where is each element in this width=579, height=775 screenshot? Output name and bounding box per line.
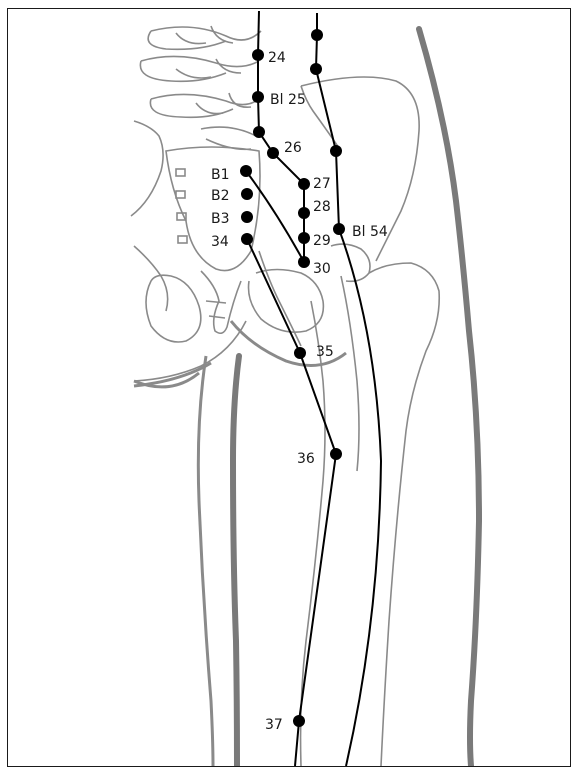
point-marker-bl54 bbox=[333, 223, 345, 235]
label-b1: B1 bbox=[211, 167, 230, 183]
label-b3: B3 bbox=[211, 211, 230, 227]
point-marker-outer-150 bbox=[330, 145, 342, 157]
meridian-lines bbox=[246, 11, 381, 766]
label-29: 29 bbox=[313, 233, 331, 249]
outer-bladder-line bbox=[316, 13, 381, 766]
point-marker-37 bbox=[293, 715, 305, 727]
label-36: 36 bbox=[297, 451, 315, 467]
medial-thigh-contour bbox=[198, 356, 213, 766]
point-marker-28 bbox=[298, 207, 310, 219]
label-bl54: Bl 54 bbox=[352, 224, 388, 240]
label-26: 26 bbox=[284, 140, 302, 156]
point-marker-35 bbox=[294, 347, 306, 359]
figure-frame: 24 Bl 25 26 27 28 29 30 B1 B2 B3 34 Bl 5… bbox=[7, 8, 571, 767]
point-marker-24 bbox=[252, 49, 264, 61]
point-marker-29 bbox=[298, 232, 310, 244]
label-bl25: Bl 25 bbox=[270, 92, 306, 108]
point-marker-131 bbox=[253, 126, 265, 138]
point-marker-b1 bbox=[240, 165, 252, 177]
left-ilium bbox=[131, 121, 246, 386]
label-37: 37 bbox=[265, 717, 283, 733]
anatomy-sketch bbox=[131, 26, 479, 766]
acupuncture-diagram: 24 Bl 25 26 27 28 29 30 B1 B2 B3 34 Bl 5… bbox=[8, 9, 570, 766]
label-28: 28 bbox=[313, 199, 331, 215]
label-30: 30 bbox=[313, 261, 331, 277]
point-marker-27 bbox=[298, 178, 310, 190]
point-marker-26 bbox=[267, 147, 279, 159]
label-b2: B2 bbox=[211, 188, 230, 204]
lumbar-vertebrae bbox=[140, 26, 261, 149]
label-24: 24 bbox=[268, 50, 286, 66]
thigh-outer-contour bbox=[419, 29, 479, 766]
label-27: 27 bbox=[313, 176, 331, 192]
label-35: 35 bbox=[316, 344, 334, 360]
point-marker-30 bbox=[298, 256, 310, 268]
point-marker-top-1 bbox=[311, 29, 323, 41]
label-34: 34 bbox=[211, 234, 229, 250]
point-marker-36 bbox=[330, 448, 342, 460]
point-marker-b3 bbox=[241, 211, 253, 223]
point-marker-b2 bbox=[241, 188, 253, 200]
femur bbox=[301, 244, 440, 766]
point-marker-bl25 bbox=[252, 91, 264, 103]
point-marker-34 bbox=[241, 233, 253, 245]
sacral-line bbox=[246, 171, 304, 262]
inner-thigh-contour bbox=[233, 356, 239, 766]
point-marker-outer-68 bbox=[310, 63, 322, 75]
